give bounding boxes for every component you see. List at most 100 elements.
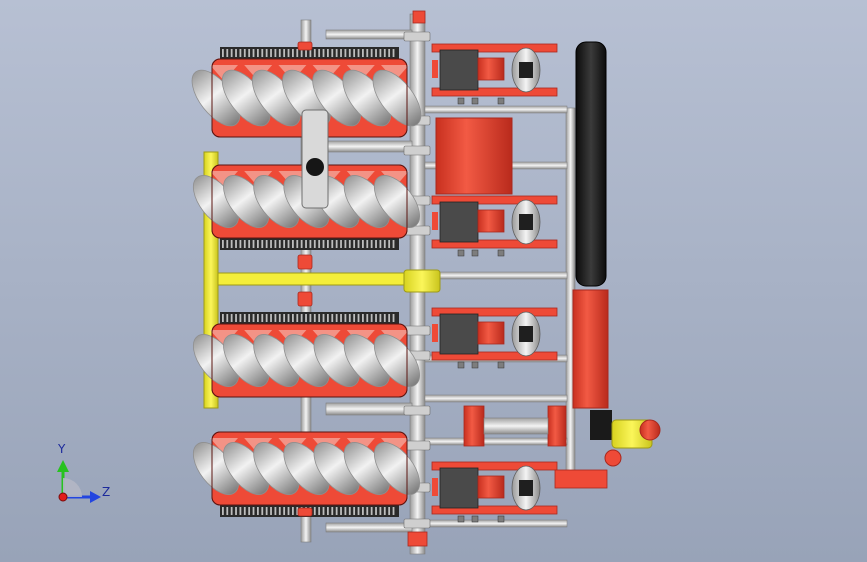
rail-clamp-7 xyxy=(403,405,431,416)
gear-tooth xyxy=(278,49,281,57)
module-end-tab xyxy=(432,212,438,230)
gear-tooth xyxy=(318,507,321,515)
gear-tooth xyxy=(379,240,382,248)
rail-top-cap xyxy=(412,10,426,24)
rail-bottom-cap xyxy=(407,531,428,547)
module-bolt-1 xyxy=(471,249,479,257)
gear-tooth xyxy=(353,314,356,322)
gear-tooth xyxy=(331,507,334,515)
gear-tooth xyxy=(340,49,342,57)
gear-tooth xyxy=(327,240,329,248)
gear-tooth xyxy=(283,314,286,322)
gear-tooth xyxy=(230,314,233,322)
rail-clamp-0 xyxy=(403,31,431,42)
gear-tooth xyxy=(322,314,325,322)
gear-tooth xyxy=(313,507,316,515)
module-motor-block xyxy=(439,313,479,355)
gear-tooth xyxy=(305,49,307,57)
gear-tooth xyxy=(322,507,325,515)
frame-crossbar-6 xyxy=(424,519,568,528)
gear-tooth xyxy=(318,240,321,248)
black-battery-pack xyxy=(575,41,607,287)
frame-crossbar-2 xyxy=(424,271,568,280)
module-bolt-0 xyxy=(457,97,465,105)
gear-tooth xyxy=(335,507,338,515)
gear-tooth xyxy=(230,507,233,515)
gear-tooth xyxy=(287,507,290,515)
gear-tooth xyxy=(335,240,338,248)
base-mount-plate xyxy=(554,469,608,489)
gear-tooth xyxy=(313,240,316,248)
gear-tooth xyxy=(265,240,268,248)
module-end-tab xyxy=(432,60,438,78)
gear-tooth xyxy=(383,240,386,248)
module-bottom-plate xyxy=(431,505,558,515)
gear-tooth xyxy=(366,507,369,515)
module-bolt-2 xyxy=(497,249,505,257)
module-gearbox xyxy=(477,57,505,81)
gear-tooth xyxy=(278,314,281,322)
shaft-support-bar-0 xyxy=(325,29,413,40)
module-bottom-plate xyxy=(431,87,558,97)
gear-tooth xyxy=(248,49,251,57)
module-top-plate xyxy=(431,461,558,471)
gear-tooth xyxy=(235,314,237,322)
gear-tooth xyxy=(248,507,251,515)
gear-tooth xyxy=(327,49,329,57)
gear-tooth xyxy=(265,314,268,322)
gear-tooth xyxy=(375,49,377,57)
gear-tooth xyxy=(243,240,246,248)
bearing-block-left xyxy=(463,405,485,447)
gear-tooth xyxy=(270,314,272,322)
module-top-plate xyxy=(431,307,558,317)
bearing-shaft xyxy=(483,417,549,435)
frame-crossbar-4 xyxy=(424,394,568,403)
axle-spacer-2 xyxy=(297,41,313,51)
wheel-roller xyxy=(373,442,420,495)
coordinate-triad xyxy=(57,460,101,503)
gear-tooth xyxy=(357,314,360,322)
triad-quadrant xyxy=(63,478,82,497)
gear-tooth xyxy=(222,507,224,515)
module-bolt-2 xyxy=(497,97,505,105)
gear-tooth xyxy=(287,240,290,248)
gear-tooth xyxy=(278,240,281,248)
z-axis-arrowhead xyxy=(90,491,101,503)
side-components xyxy=(435,41,661,489)
gear-tooth xyxy=(313,49,316,57)
module-gearbox xyxy=(477,475,505,499)
hub-notch xyxy=(381,65,409,81)
bearing-block-right xyxy=(547,405,567,447)
gear-tooth xyxy=(348,314,351,322)
gear-tooth xyxy=(270,507,272,515)
motor-module-1 xyxy=(431,43,558,105)
gear-tooth xyxy=(296,507,299,515)
motor-module-2 xyxy=(431,195,558,257)
gear-tooth xyxy=(226,314,229,322)
gear-tooth xyxy=(296,240,299,248)
rail-clamp-10 xyxy=(403,518,431,529)
gear-tooth xyxy=(309,240,312,248)
gear-tooth xyxy=(353,49,356,57)
axle-spacer-1 xyxy=(297,291,313,307)
gear-tooth xyxy=(348,49,351,57)
wheel-roller xyxy=(373,175,420,228)
mecanum-wheel-3 xyxy=(192,312,420,398)
gear-tooth xyxy=(379,314,382,322)
gear-tooth xyxy=(257,49,259,57)
gear-tooth xyxy=(243,314,246,322)
gear-tooth xyxy=(252,507,255,515)
gear-tooth xyxy=(278,507,281,515)
frame-crossbar-0 xyxy=(424,105,568,114)
hub-notch xyxy=(210,330,238,346)
gear-tooth xyxy=(309,49,312,57)
gear-tooth xyxy=(239,507,242,515)
module-bottom-plate xyxy=(431,239,558,249)
gear-tooth xyxy=(292,240,294,248)
gear-tooth xyxy=(261,240,264,248)
gear-tooth xyxy=(274,507,277,515)
module-gearbox xyxy=(477,321,505,345)
gear-tooth xyxy=(230,240,233,248)
